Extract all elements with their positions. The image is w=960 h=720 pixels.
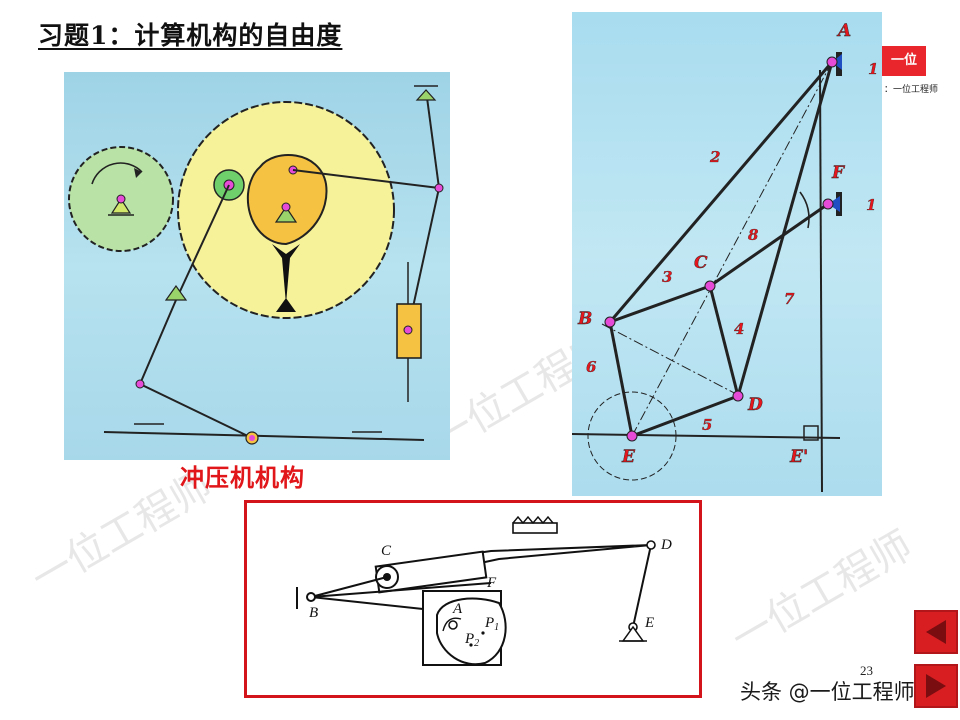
brand-logo: 一位 [882,46,926,76]
rotation-arrow [91,162,143,185]
label-D: D [747,395,763,415]
link-4 [708,285,740,397]
page-number: 23 [860,663,873,678]
label-E-prime: E' [789,447,808,467]
joint [116,194,126,204]
cam-pivot-support [274,205,298,223]
next-slide-button[interactable] [914,664,958,708]
link-8 [709,202,829,288]
joint-D [646,540,656,550]
label-B: B [309,605,318,621]
label-A: A [836,21,851,41]
link-number: 5 [702,416,712,434]
joint-B [306,592,316,602]
label-P1: P1 [484,615,499,633]
triangle-left-icon [926,620,946,644]
label-F: F [486,575,497,591]
label-A: A [452,601,463,617]
gear-pivot-support [110,197,132,214]
rocker [425,89,440,189]
label-E: E [621,447,636,467]
link-number: 4 [734,320,744,338]
press-mechanism-diagram [64,72,450,460]
label-D: D [660,537,672,553]
background-watermark: 一位工程师 [723,522,921,663]
joint-E [626,430,638,442]
cam-linkage-svg: C D F B A E P1 P2 [296,515,672,666]
cam-stem [272,244,300,304]
link-number: 1 [866,196,876,214]
joint-A [826,56,838,68]
cam-profile [436,597,507,666]
linkage-diagram: A F B C D E E' 1 1 2 3 8 7 4 6 5 [572,12,882,496]
joint-F [822,198,834,210]
label-F: F [831,163,846,183]
joint [281,202,291,212]
link-number: 6 [586,358,597,376]
link-7 [736,61,834,397]
joint-D [732,390,744,402]
label-B: B [577,309,592,329]
slide-title: 习题1：计算机构的自由度 [38,21,343,50]
link-number: 8 [748,226,759,244]
brand-subtext: ：一位工程师 [884,85,939,95]
ground-line [103,431,425,441]
link-number: 7 [784,290,795,308]
link-number: 3 [662,268,672,286]
label-C: C [381,543,392,559]
link-number: 2 [709,148,720,166]
cam [246,154,328,246]
link [292,169,440,189]
triangle-right-icon [926,674,946,698]
label-E: E [644,615,654,631]
link-number: 1 [868,60,878,78]
joint [135,379,145,389]
source-watermark: 头条 @一位工程师 [740,680,915,704]
link-5 [631,394,739,438]
panel-caption: 冲压机机构 [180,464,305,492]
arrow-head [134,168,142,178]
joint [403,325,413,335]
link [138,299,253,439]
joint-B [604,316,616,328]
cam-linkage-diagram: C D F B A E P1 P2 [244,500,702,698]
label-C: C [694,253,708,273]
link-3 [609,284,711,324]
press-mechanism-svg [68,85,444,445]
prev-slide-button[interactable] [914,610,958,654]
joint-C [704,280,716,292]
joint [434,183,444,193]
linkage-svg: A F B C D E E' 1 1 2 3 8 7 4 6 5 [572,21,879,493]
link [175,184,230,301]
label-P2: P2 [464,631,479,649]
link-6 [608,321,634,437]
link-2 [608,61,834,323]
